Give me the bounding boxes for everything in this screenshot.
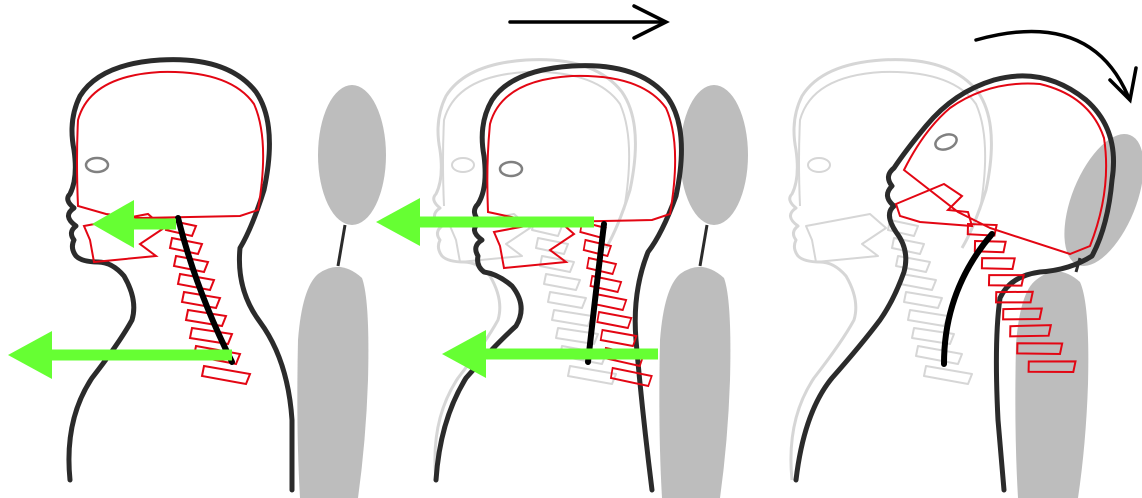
jaw [896, 184, 972, 226]
force-arrow-head [376, 198, 594, 246]
ghost-head [790, 60, 992, 480]
spinal-cord [944, 234, 992, 364]
ghost-head [434, 60, 636, 480]
eye [500, 162, 522, 176]
headrest-post [700, 225, 707, 266]
panel-before-impact [8, 60, 386, 498]
seat-back [1015, 271, 1088, 498]
panel-forward-motion [376, 6, 748, 498]
skull [77, 72, 263, 218]
eye [933, 132, 958, 153]
seat-back [659, 267, 730, 498]
headrest [680, 85, 748, 225]
seat [297, 85, 386, 498]
seat-back [297, 267, 368, 498]
eye [86, 158, 108, 172]
panel-head-rotation [790, 31, 1142, 498]
skull [487, 76, 675, 222]
seat [659, 85, 748, 498]
seat [1015, 123, 1142, 498]
forward-motion-arrow [510, 6, 666, 38]
body-outline [436, 66, 681, 490]
headrest-post [338, 225, 345, 266]
headrest [318, 85, 386, 225]
force-arrow-head [92, 200, 176, 248]
